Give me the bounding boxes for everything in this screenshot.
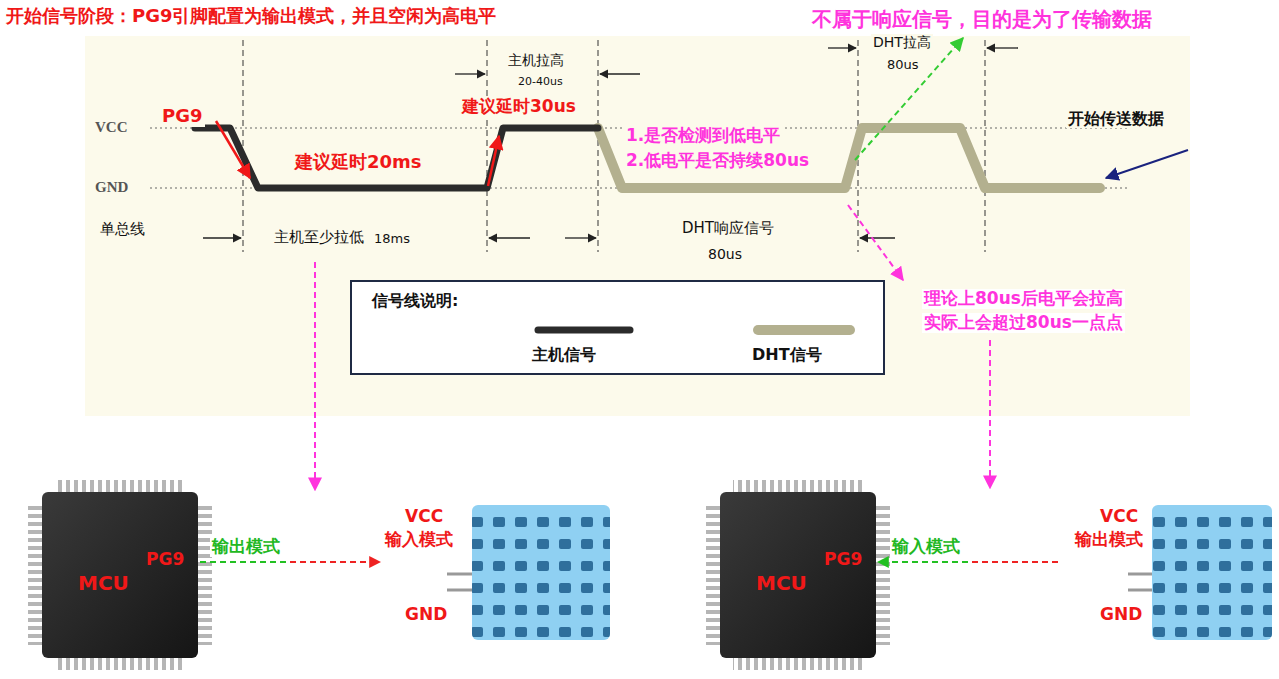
host-signal — [195, 128, 598, 188]
node-text: GND — [1100, 605, 1142, 625]
legend-item: DHT信号 — [752, 322, 862, 372]
mode-label: 输出模式 — [210, 537, 282, 557]
note: 理论上80us后电平会拉高 — [922, 289, 1125, 309]
falling-edge-arrow — [216, 121, 250, 178]
data-leader — [855, 38, 963, 160]
legend-box: 信号线说明: 主机信号 DHT信号 — [350, 280, 885, 375]
pin-name: PG9 — [160, 106, 205, 127]
legend-item: 主机信号 — [532, 322, 642, 372]
level-label: GND — [93, 179, 130, 196]
node-text: 输入模式 — [385, 530, 453, 550]
note: 开始传送数据 — [1066, 110, 1166, 128]
rising-edge-arrow — [488, 136, 499, 186]
dht-sensor — [1128, 505, 1272, 640]
mcu-chip — [28, 480, 212, 670]
sensor-box: VCC 输出模式 GND — [1058, 505, 1273, 645]
timing-panel — [85, 36, 1190, 416]
data-start-arrow — [1106, 150, 1188, 178]
mcu-box: MCU PG9 — [718, 490, 878, 660]
mcu-box: MCU PG9 — [40, 490, 200, 660]
node-heading: VCC — [1100, 507, 1138, 527]
node-heading: VCC — [405, 507, 443, 527]
mode-leaders — [315, 205, 990, 490]
duration: 80us — [706, 246, 744, 262]
bus-label: 单总线 — [98, 221, 147, 238]
note: 2.低电平是否持续80us — [624, 151, 811, 171]
legend-text: DHT信号 — [752, 346, 822, 364]
duration: 80us — [885, 58, 921, 73]
node-text: 输出模式 — [1075, 530, 1143, 550]
phase-dividers — [243, 40, 985, 252]
duration-arrows — [203, 48, 1018, 238]
signal-connector — [200, 561, 380, 563]
node-text: PG9 — [824, 550, 862, 570]
note: 建议延时20ms — [293, 152, 424, 173]
node-heading: MCU — [756, 572, 807, 595]
node-heading: MCU — [78, 572, 129, 595]
note: 1.是否检测到低电平 — [624, 126, 782, 146]
mcu-chip — [706, 480, 890, 670]
note: 不属于响应信号，目的是为了传输数据 — [810, 8, 1154, 31]
dht-sensor — [447, 505, 610, 640]
stage-title: 开始信号阶段：PG9引脚配置为输出模式，并且空闲为高电平 — [4, 6, 499, 27]
phase-label: 主机至少拉低 — [272, 229, 366, 246]
mode-label: 输入模式 — [890, 537, 962, 557]
node-heading: 信号线说明: — [372, 292, 458, 310]
signal-connector — [878, 561, 1058, 563]
duration: 18ms — [372, 232, 412, 247]
phase-label: 主机拉高 — [506, 52, 566, 68]
node-text: GND — [405, 605, 447, 625]
note: 建议延时30us — [460, 97, 578, 117]
phase-label: DHT拉高 — [871, 34, 933, 50]
level-label: VCC — [93, 119, 130, 136]
legend-line-sample — [752, 322, 856, 338]
legend-text: 主机信号 — [532, 346, 596, 364]
legend-line-sample — [532, 322, 636, 338]
phase-label: DHT响应信号 — [680, 220, 776, 237]
duration: 20-40us — [516, 76, 565, 89]
note: 实际上会超过80us一点点 — [922, 313, 1125, 333]
node-text: PG9 — [146, 550, 184, 570]
sensor-box: VCC 输入模式 GND — [380, 505, 612, 645]
